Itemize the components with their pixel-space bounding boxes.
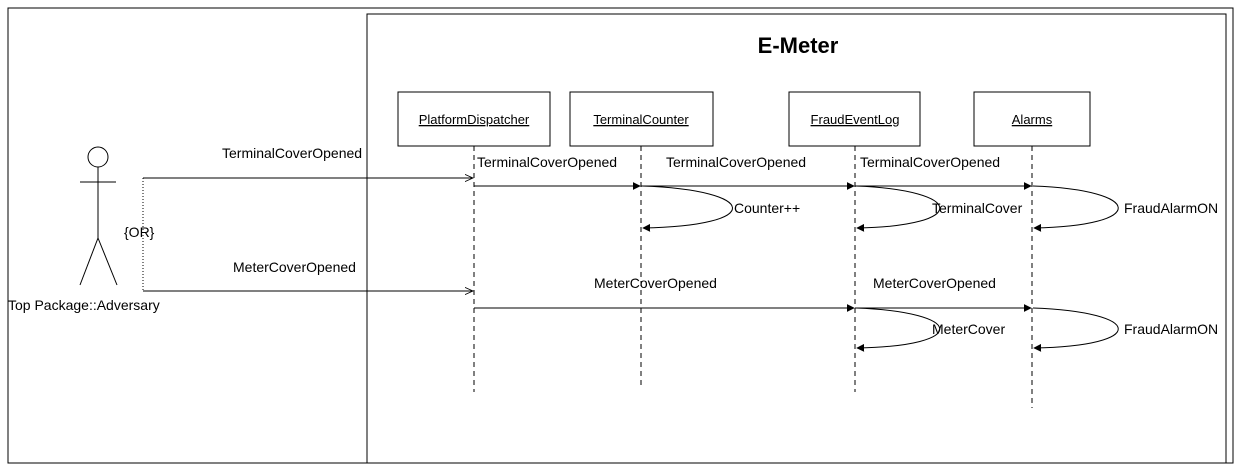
object-label-terminal-counter: TerminalCounter [593, 112, 689, 127]
msg-pd-meter-label: MeterCoverOpened [594, 275, 717, 291]
object-label-fraud-event-log: FraudEventLog [811, 112, 900, 127]
object-label-alarms: Alarms [1012, 112, 1053, 127]
actor-figure [79, 146, 118, 286]
system-frame [366, 13, 1227, 464]
or-constraint-label: {OR} [124, 224, 155, 240]
self-call-counter-label: Counter++ [734, 200, 800, 216]
self-call-meter-cover-arrow [855, 307, 941, 352]
self-call-fraud-alarm-2-arrow [1032, 307, 1119, 352]
msg-pd-terminal-label: TerminalCoverOpened [477, 154, 617, 170]
object-terminal-counter [569, 91, 714, 147]
msg-tc-terminal-label: TerminalCoverOpened [666, 154, 806, 170]
msg-actor-meter-label: MeterCoverOpened [233, 259, 356, 275]
self-call-fraud-alarm-2-label: FraudAlarmON [1124, 321, 1218, 337]
self-call-meter-cover-label: MeterCover [932, 321, 1005, 337]
self-call-fraud-alarm-1-arrow [1032, 185, 1119, 232]
outer-border [7, 7, 1234, 464]
msg-fel-terminal-label: TerminalCoverOpened [860, 154, 1000, 170]
msg-actor-terminal-label: TerminalCoverOpened [222, 145, 362, 161]
msg-fel-meter-label: MeterCoverOpened [873, 275, 996, 291]
object-platform-dispatcher [397, 91, 551, 147]
object-fraud-event-log [788, 91, 921, 147]
actor-label: Top Package::Adversary [8, 297, 160, 313]
frame-title: E-Meter [758, 33, 839, 58]
self-call-terminal-cover-arrow [855, 185, 941, 232]
self-call-terminal-cover-label: TerminalCover [932, 200, 1023, 216]
self-call-counter-arrow [641, 185, 733, 232]
self-call-fraud-alarm-1-label: FraudAlarmON [1124, 200, 1218, 216]
object-label-platform-dispatcher: PlatformDispatcher [419, 112, 530, 127]
object-alarms [973, 91, 1091, 147]
